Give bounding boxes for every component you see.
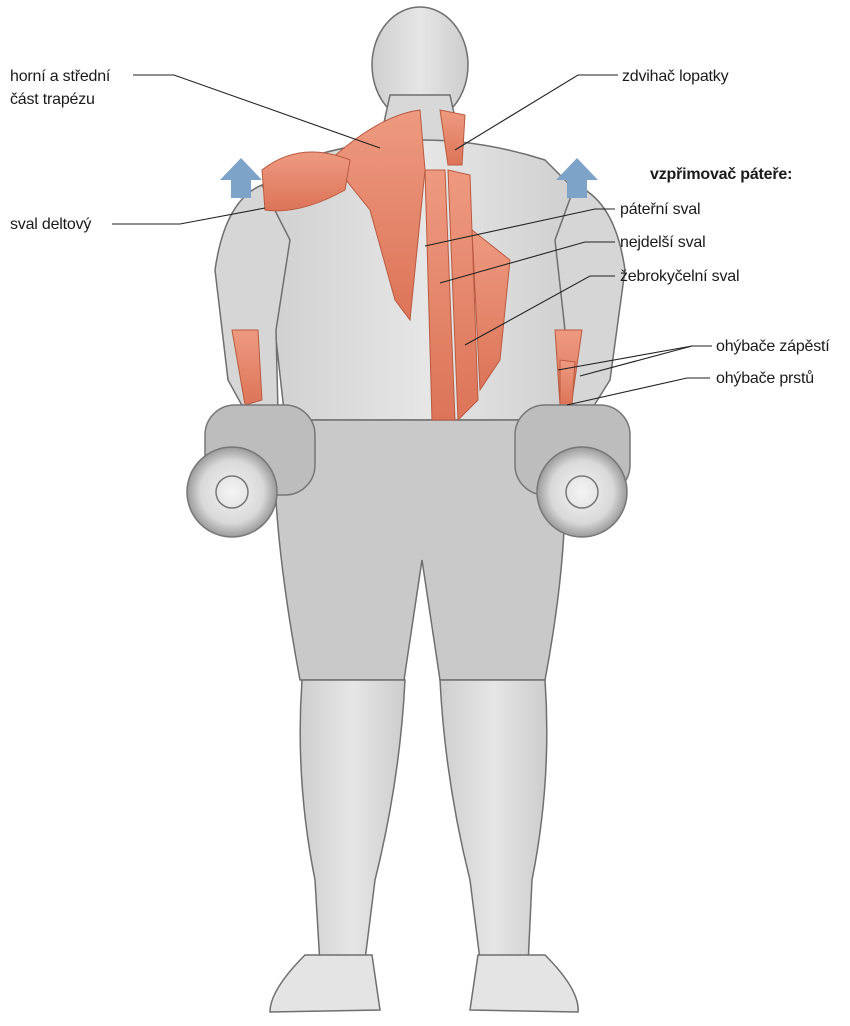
label-spinalis: páteřní sval xyxy=(620,199,700,220)
label-longissimus: nejdelší sval xyxy=(620,232,705,253)
leader-trapezius xyxy=(133,75,380,148)
label-upper-trapezius: horní a střední xyxy=(10,66,110,87)
leader-levator xyxy=(455,75,618,150)
label-finger-flexors: ohýbače prstů xyxy=(716,368,814,389)
label-deltoid: sval deltový xyxy=(10,214,91,235)
label-erector-heading: vzpřimovač páteře: xyxy=(650,164,792,185)
right-shoe xyxy=(470,955,578,1012)
right-leg xyxy=(440,680,547,965)
left-shoe xyxy=(270,955,380,1012)
label-levator-scapulae: zdvihač lopatky xyxy=(622,66,728,87)
label-wrist-flexors: ohýbače zápěstí xyxy=(716,336,830,357)
right-finger-flexor xyxy=(560,360,575,405)
label-iliocostalis: žebrokyčelní sval xyxy=(620,266,739,287)
left-leg xyxy=(300,680,405,965)
label-upper-trapezius-line2: část trapézu xyxy=(10,89,95,110)
